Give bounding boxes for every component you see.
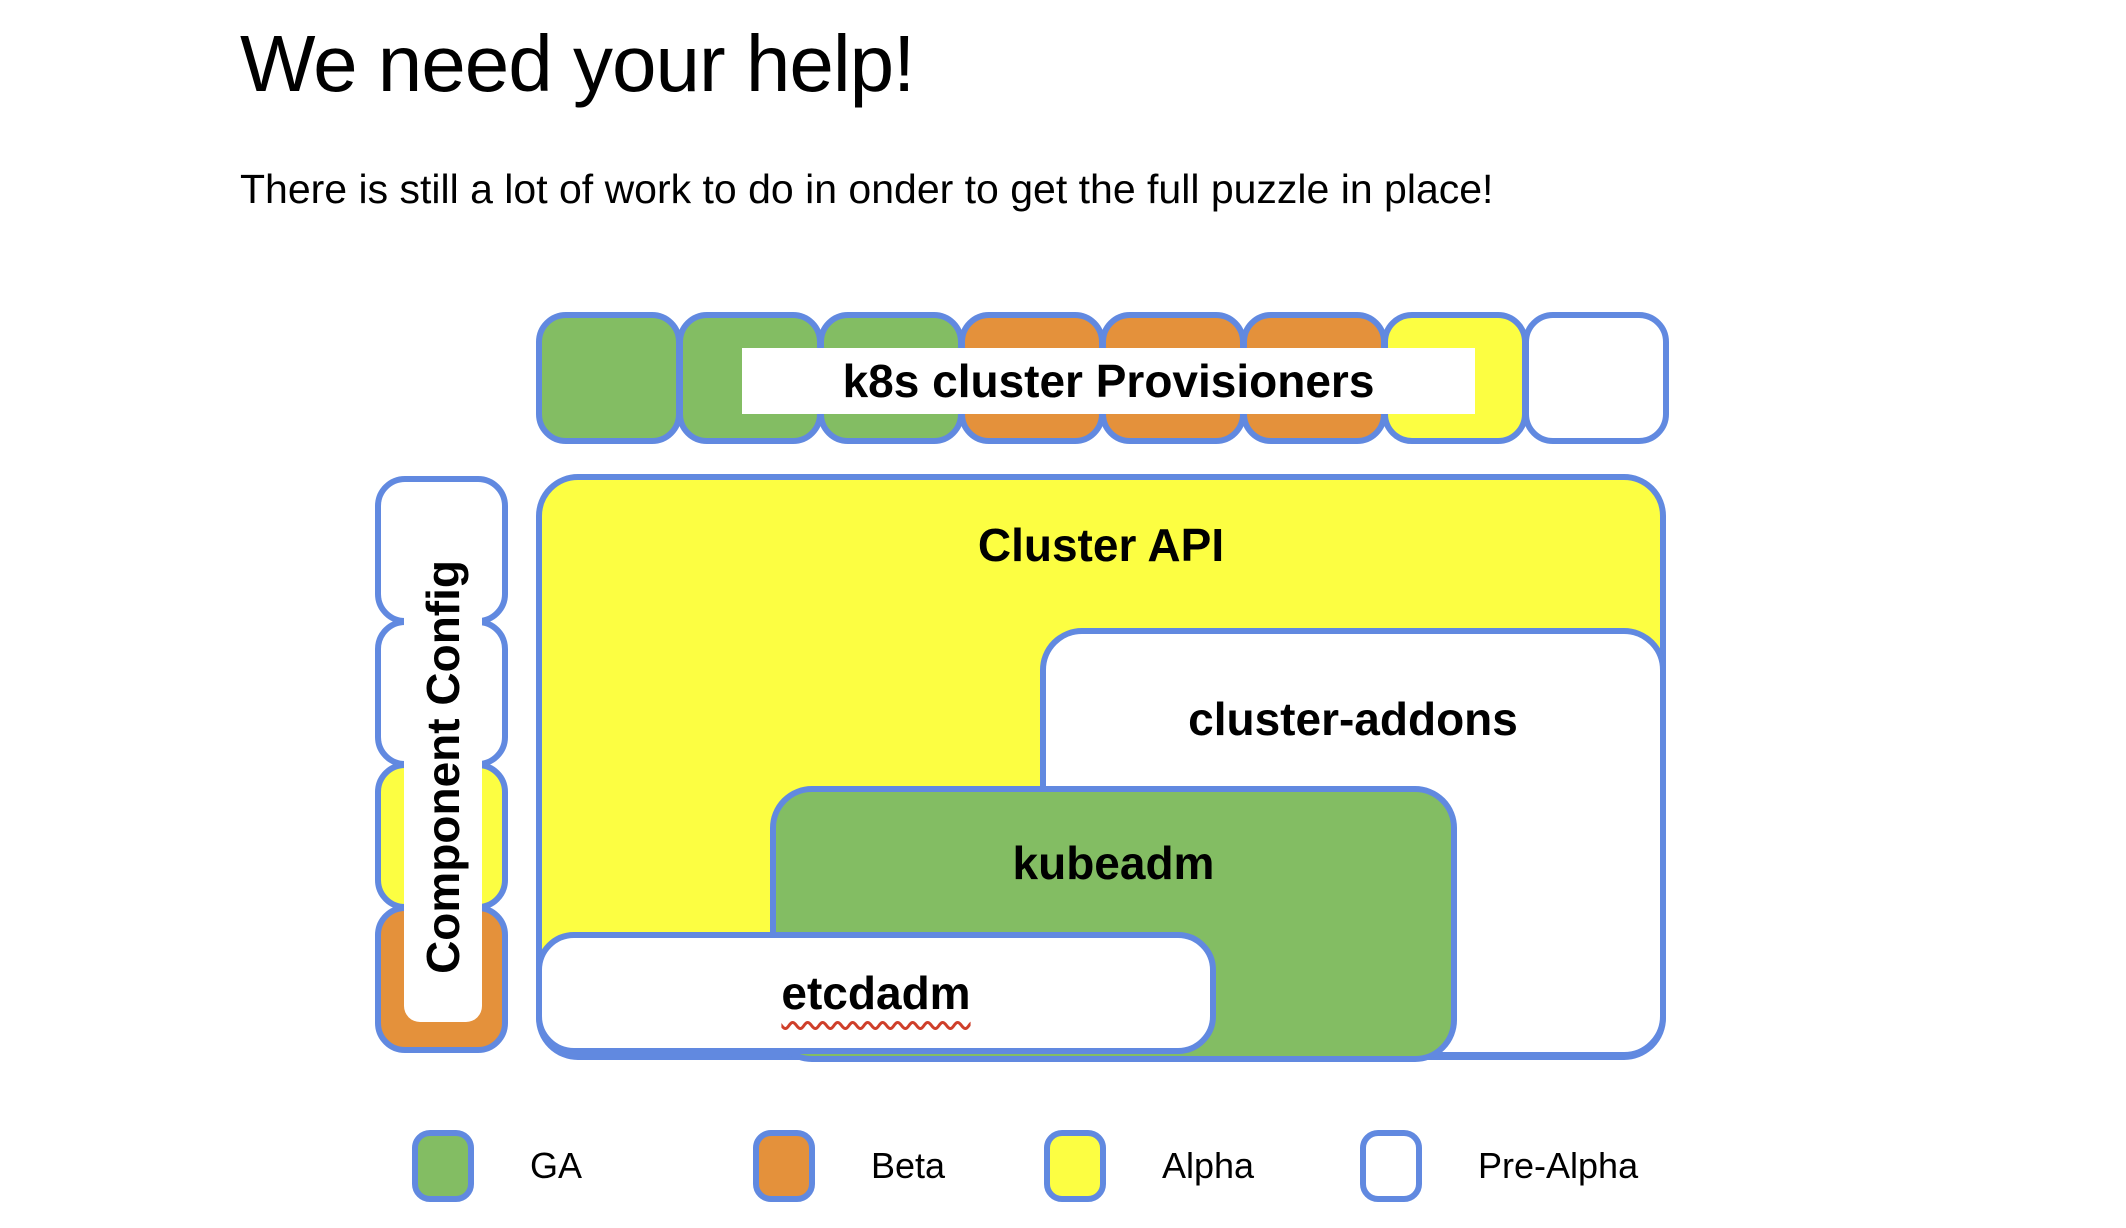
etcdadm-label: etcdadm (781, 967, 971, 1019)
kubeadm-label: kubeadm (1012, 837, 1215, 889)
provisioners-label: k8s cluster Provisioners (742, 348, 1475, 414)
legend-item-alpha: Alpha (1044, 1130, 1254, 1202)
legend-label-beta: Beta (871, 1145, 946, 1186)
puzzle-piece-provisioner-8 (1523, 312, 1669, 444)
legend-item-ga: GA (412, 1130, 582, 1202)
legend-swatch-ga (412, 1130, 474, 1202)
puzzle-piece-provisioner-1 (536, 312, 682, 444)
slide-subtitle: There is still a lot of work to do in on… (240, 166, 1494, 212)
legend-swatch-beta (753, 1130, 815, 1202)
cluster-addons-label: cluster-addons (1188, 693, 1518, 745)
legend-swatch-alpha (1044, 1130, 1106, 1202)
legend-item-beta: Beta (753, 1130, 945, 1202)
component-config-label: Component Config (404, 512, 482, 1022)
cluster-api-label: Cluster API (977, 519, 1225, 571)
component-config-label-text: Component Config (417, 560, 469, 974)
legend-label-ga: GA (530, 1145, 583, 1186)
legend-label-alpha: Alpha (1162, 1145, 1255, 1186)
legend-item-prealpha: Pre-Alpha (1360, 1130, 1638, 1202)
legend-swatch-prealpha (1360, 1130, 1422, 1202)
slide-title: We need your help! (240, 19, 915, 108)
legend-label-prealpha: Pre-Alpha (1478, 1145, 1639, 1186)
etcdadm-box: etcdadm (536, 932, 1216, 1054)
